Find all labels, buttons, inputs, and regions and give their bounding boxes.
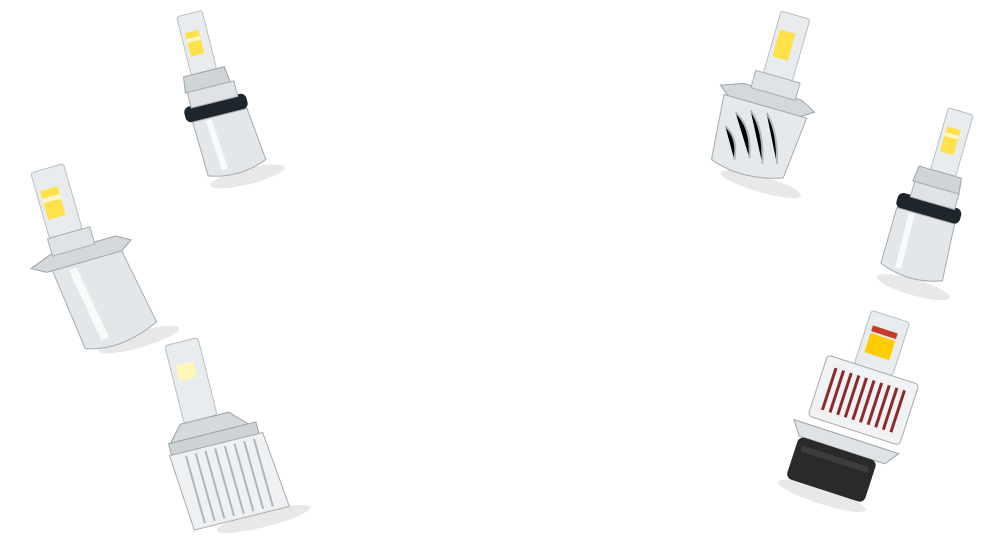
h11-led-bulb-image	[140, 0, 290, 201]
h4-fan-led-bulb-image	[678, 0, 853, 204]
d-series-red-fin-led-bulb-image	[762, 295, 947, 525]
d-series-led-bulb-image	[128, 321, 312, 549]
h11-led-bulb-image	[846, 94, 1000, 307]
h4-led-bulb-image	[0, 146, 180, 374]
